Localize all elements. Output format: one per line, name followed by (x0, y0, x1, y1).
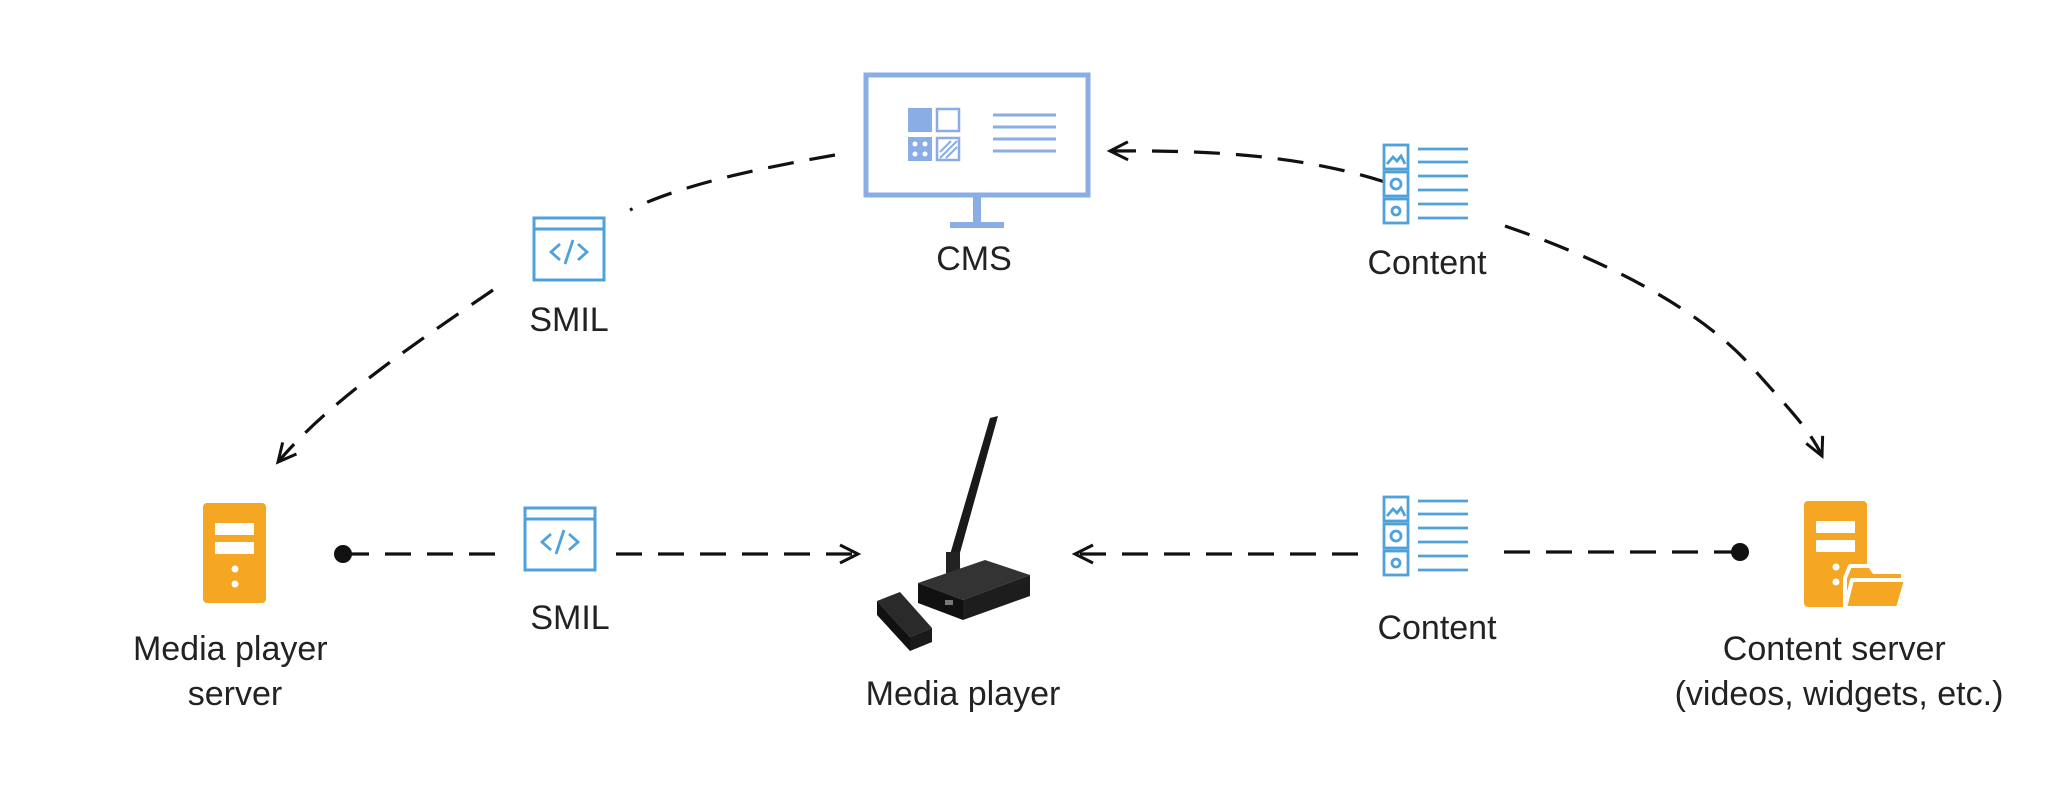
cms-label: CMS (936, 240, 1012, 278)
media-player-server-label-line1: Media player (133, 630, 328, 668)
code-file-icon (532, 216, 606, 282)
content-server-label-line2: (videos, widgets, etc.) (1675, 675, 2004, 713)
connector-cms-to-player-server-upper (629, 153, 836, 212)
connector-content-to-content-server (1504, 224, 1825, 460)
content-bottom-label: Content (1377, 609, 1497, 647)
content-list-icon (1382, 495, 1468, 577)
monitor-icon (863, 72, 1091, 228)
smil-bottom-label: SMIL (530, 599, 609, 637)
content-top-label: Content (1367, 244, 1487, 282)
connector-start-dot-player-server (334, 545, 352, 563)
connector-content-to-cms (1106, 140, 1386, 184)
connector-start-dot-content-server (1731, 543, 1749, 561)
media-player-label: Media player (866, 675, 1061, 713)
media-player-server-label-line2: server (188, 675, 282, 713)
router-device-icon (877, 416, 1030, 651)
smil-top-label: SMIL (529, 301, 608, 339)
content-list-icon (1382, 143, 1468, 225)
connector-cms-to-player-server-lower (275, 288, 494, 465)
server-icon (203, 503, 266, 603)
media-player-server-label: Media player server (133, 630, 337, 713)
content-server-label: Content server (videos, widgets, etc.) (1675, 630, 2004, 713)
server-folder-icon (1804, 501, 1908, 610)
content-server-label-line1: Content server (1723, 630, 1946, 668)
code-file-icon (523, 506, 597, 572)
